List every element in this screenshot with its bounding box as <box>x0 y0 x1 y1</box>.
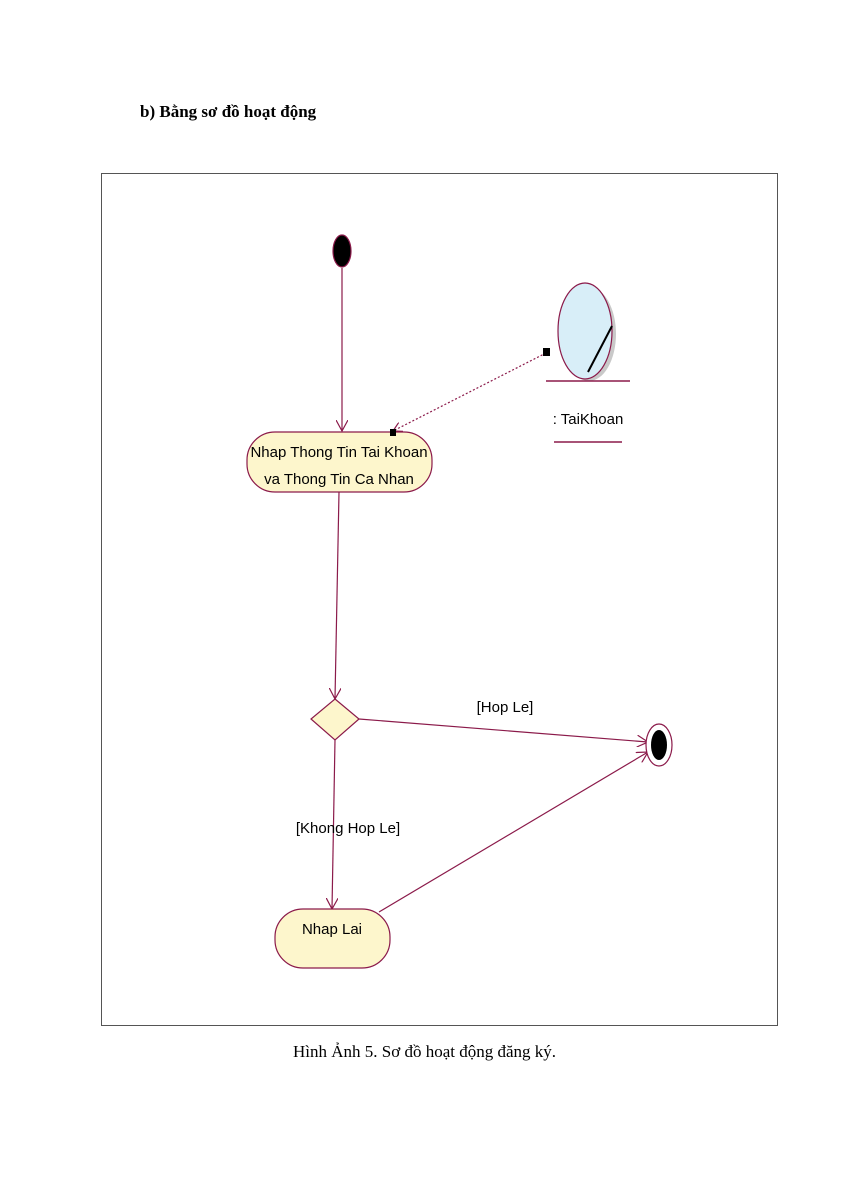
object-connector-handle <box>543 348 550 356</box>
activity-connector-handle <box>390 429 396 436</box>
flow-decision-to-reenter <box>332 739 335 909</box>
decision-node <box>310 698 360 741</box>
activity-reenter <box>274 908 391 969</box>
guard-valid: [Hop Le] <box>477 699 534 716</box>
object-node <box>557 282 613 380</box>
object-hand-icon <box>587 325 613 373</box>
activity-enter-line1: Nhap Thong Tin Tai Khoan <box>250 444 427 461</box>
flow-enter-to-decision <box>335 491 339 699</box>
object-label: : TaiKhoan <box>553 411 624 428</box>
flow-decision-to-end <box>358 718 648 742</box>
activity-enter-info <box>246 431 433 493</box>
activity-reenter-label: Nhap Lai <box>302 921 362 938</box>
section-heading: b) Bằng sơ đồ hoạt động <box>140 102 317 121</box>
flow-reenter-to-end <box>378 752 648 913</box>
activity-enter-line2: va Thong Tin Ca Nhan <box>264 471 414 488</box>
guard-invalid: [Khong Hop Le] <box>296 820 400 837</box>
figure-caption: Hình Ảnh 5. Sơ đồ hoạt động đăng ký. <box>292 1042 557 1061</box>
diagram-frame <box>101 173 778 1026</box>
end-node <box>651 730 667 760</box>
flow-object-to-enter <box>393 352 547 431</box>
start-node <box>332 234 352 268</box>
